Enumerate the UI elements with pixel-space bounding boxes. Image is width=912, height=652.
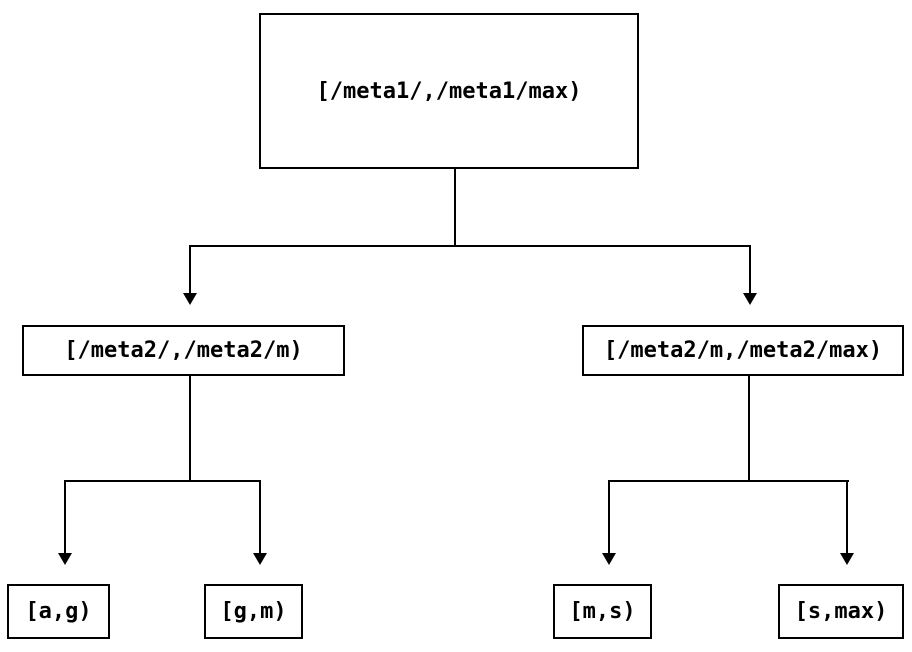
node-leaf-m-s: [m,s) <box>553 584 652 639</box>
edge-meta2-high-stem <box>748 376 750 482</box>
arrow-down-icon <box>58 553 72 565</box>
edge-meta2-low-crossbar <box>64 480 261 482</box>
node-leaf-a-g: [a,g) <box>7 584 110 639</box>
arrow-down-icon <box>253 553 267 565</box>
edge-root-to-meta2-low <box>189 245 191 293</box>
arrow-down-icon <box>602 553 616 565</box>
node-label: [m,s) <box>569 599 636 624</box>
edge-root-crossbar <box>189 245 751 247</box>
arrow-down-icon <box>183 293 197 305</box>
node-label: [/meta2/,/meta2/m) <box>64 338 303 363</box>
edge-root-to-meta2-high <box>749 245 751 293</box>
node-leaf-g-m: [g,m) <box>204 584 303 639</box>
node-meta2-low-interval: [/meta2/,/meta2/m) <box>22 325 345 376</box>
edge-meta2-low-to-leaf-g-m <box>259 480 261 553</box>
arrow-down-icon <box>743 293 757 305</box>
arrow-down-icon <box>840 553 854 565</box>
node-label: [a,g) <box>25 599 92 624</box>
edge-meta2-high-to-leaf-s-max <box>846 480 848 553</box>
node-label: [/meta2/m,/meta2/max) <box>603 338 883 363</box>
node-leaf-s-max: [s,max) <box>778 584 904 639</box>
edge-meta2-low-stem <box>189 376 191 482</box>
edge-root-stem <box>454 169 456 247</box>
node-meta2-high-interval: [/meta2/m,/meta2/max) <box>582 325 904 376</box>
edge-meta2-high-to-leaf-m-s <box>608 480 610 553</box>
node-root-interval: [/meta1/,/meta1/max) <box>259 13 639 169</box>
node-label: [/meta1/,/meta1/max) <box>316 78 582 104</box>
edge-meta2-high-crossbar <box>608 480 849 482</box>
node-label: [s,max) <box>794 599 888 624</box>
edge-meta2-low-to-leaf-a-g <box>64 480 66 553</box>
node-label: [g,m) <box>220 599 287 624</box>
